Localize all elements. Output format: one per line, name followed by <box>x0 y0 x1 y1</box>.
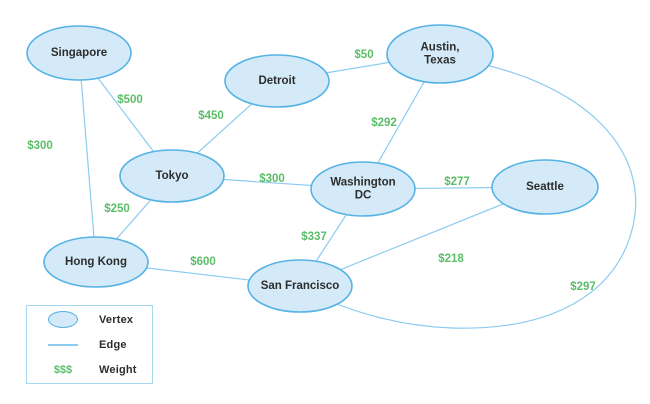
legend-row-vertex: Vertex <box>27 311 152 329</box>
edge-weight-tokyo-washington-dc: $300 <box>259 173 285 185</box>
vertex-ellipse-austin <box>386 24 494 84</box>
edge-singapore-hong-kong <box>78 52 97 263</box>
legend-row-edge: Edge <box>27 336 152 354</box>
legend-edge-label: Edge <box>99 338 127 351</box>
legend-weight-label: Weight <box>99 363 137 376</box>
legend-vertex-label: Vertex <box>99 313 134 326</box>
vertex-label-hong-kong: Hong Kong <box>65 256 127 268</box>
vertex-ellipse-hong-kong <box>43 236 149 288</box>
vertex-hong-kong: Hong Kong <box>43 236 149 288</box>
edge-weight-detroit-austin: $50 <box>354 49 373 61</box>
vertex-ellipse-seattle <box>491 159 599 215</box>
vertex-label-singapore: Singapore <box>51 47 107 59</box>
vertex-detroit: Detroit <box>224 54 330 108</box>
edge-weight-washington-dc-san-francisco: $337 <box>301 231 327 243</box>
vertex-tokyo: Tokyo <box>119 149 225 203</box>
vertex-label-tokyo: Tokyo <box>155 170 188 182</box>
edge-weight-san-francisco-seattle: $218 <box>438 253 464 265</box>
vertex-ellipse-singapore <box>26 25 132 81</box>
vertex-austin: Austin,Texas <box>386 24 494 84</box>
edge-icon <box>48 343 78 346</box>
vertex-label-seattle: Seattle <box>526 181 564 193</box>
edge-weight-washington-dc-seattle: $277 <box>444 176 470 188</box>
edge-weight-tokyo-hong-kong: $250 <box>104 203 130 215</box>
vertex-seattle: Seattle <box>491 159 599 215</box>
vertex-label-detroit: Detroit <box>258 75 295 87</box>
vertex-ellipse-washington-dc <box>310 161 416 217</box>
vertex-label-austin: Austin, <box>421 42 460 54</box>
edge-weight-singapore-hong-kong: $300 <box>27 140 53 152</box>
vertex-label-san-francisco: San Francisco <box>261 280 340 292</box>
edge-weight-austin-san-francisco: $297 <box>570 281 596 293</box>
vertex-singapore: Singapore <box>26 25 132 81</box>
edge-austin-san-francisco <box>307 59 637 329</box>
vertex-icon <box>48 311 78 328</box>
vertex-ellipse-detroit <box>224 54 330 108</box>
vertex-san-francisco: San Francisco <box>247 259 353 313</box>
edge-weight-singapore-tokyo: $500 <box>117 94 143 106</box>
vertex-ellipse-tokyo <box>119 149 225 203</box>
vertex-label-washington-dc: Washington <box>330 177 395 189</box>
edge-weight-tokyo-detroit: $450 <box>198 110 224 122</box>
vertex-label-washington-dc: DC <box>355 190 372 202</box>
legend-row-weight: $$$ Weight <box>27 361 152 379</box>
vertex-ellipse-san-francisco <box>247 259 353 313</box>
edge-weight-hong-kong-san-francisco: $600 <box>190 256 216 268</box>
legend-box: Vertex Edge $$$ Weight <box>26 305 153 384</box>
weight-symbol-icon: $$$ <box>53 363 73 376</box>
edge-weight-austin-washington-dc: $292 <box>371 117 397 129</box>
vertex-label-austin: Texas <box>424 55 456 67</box>
